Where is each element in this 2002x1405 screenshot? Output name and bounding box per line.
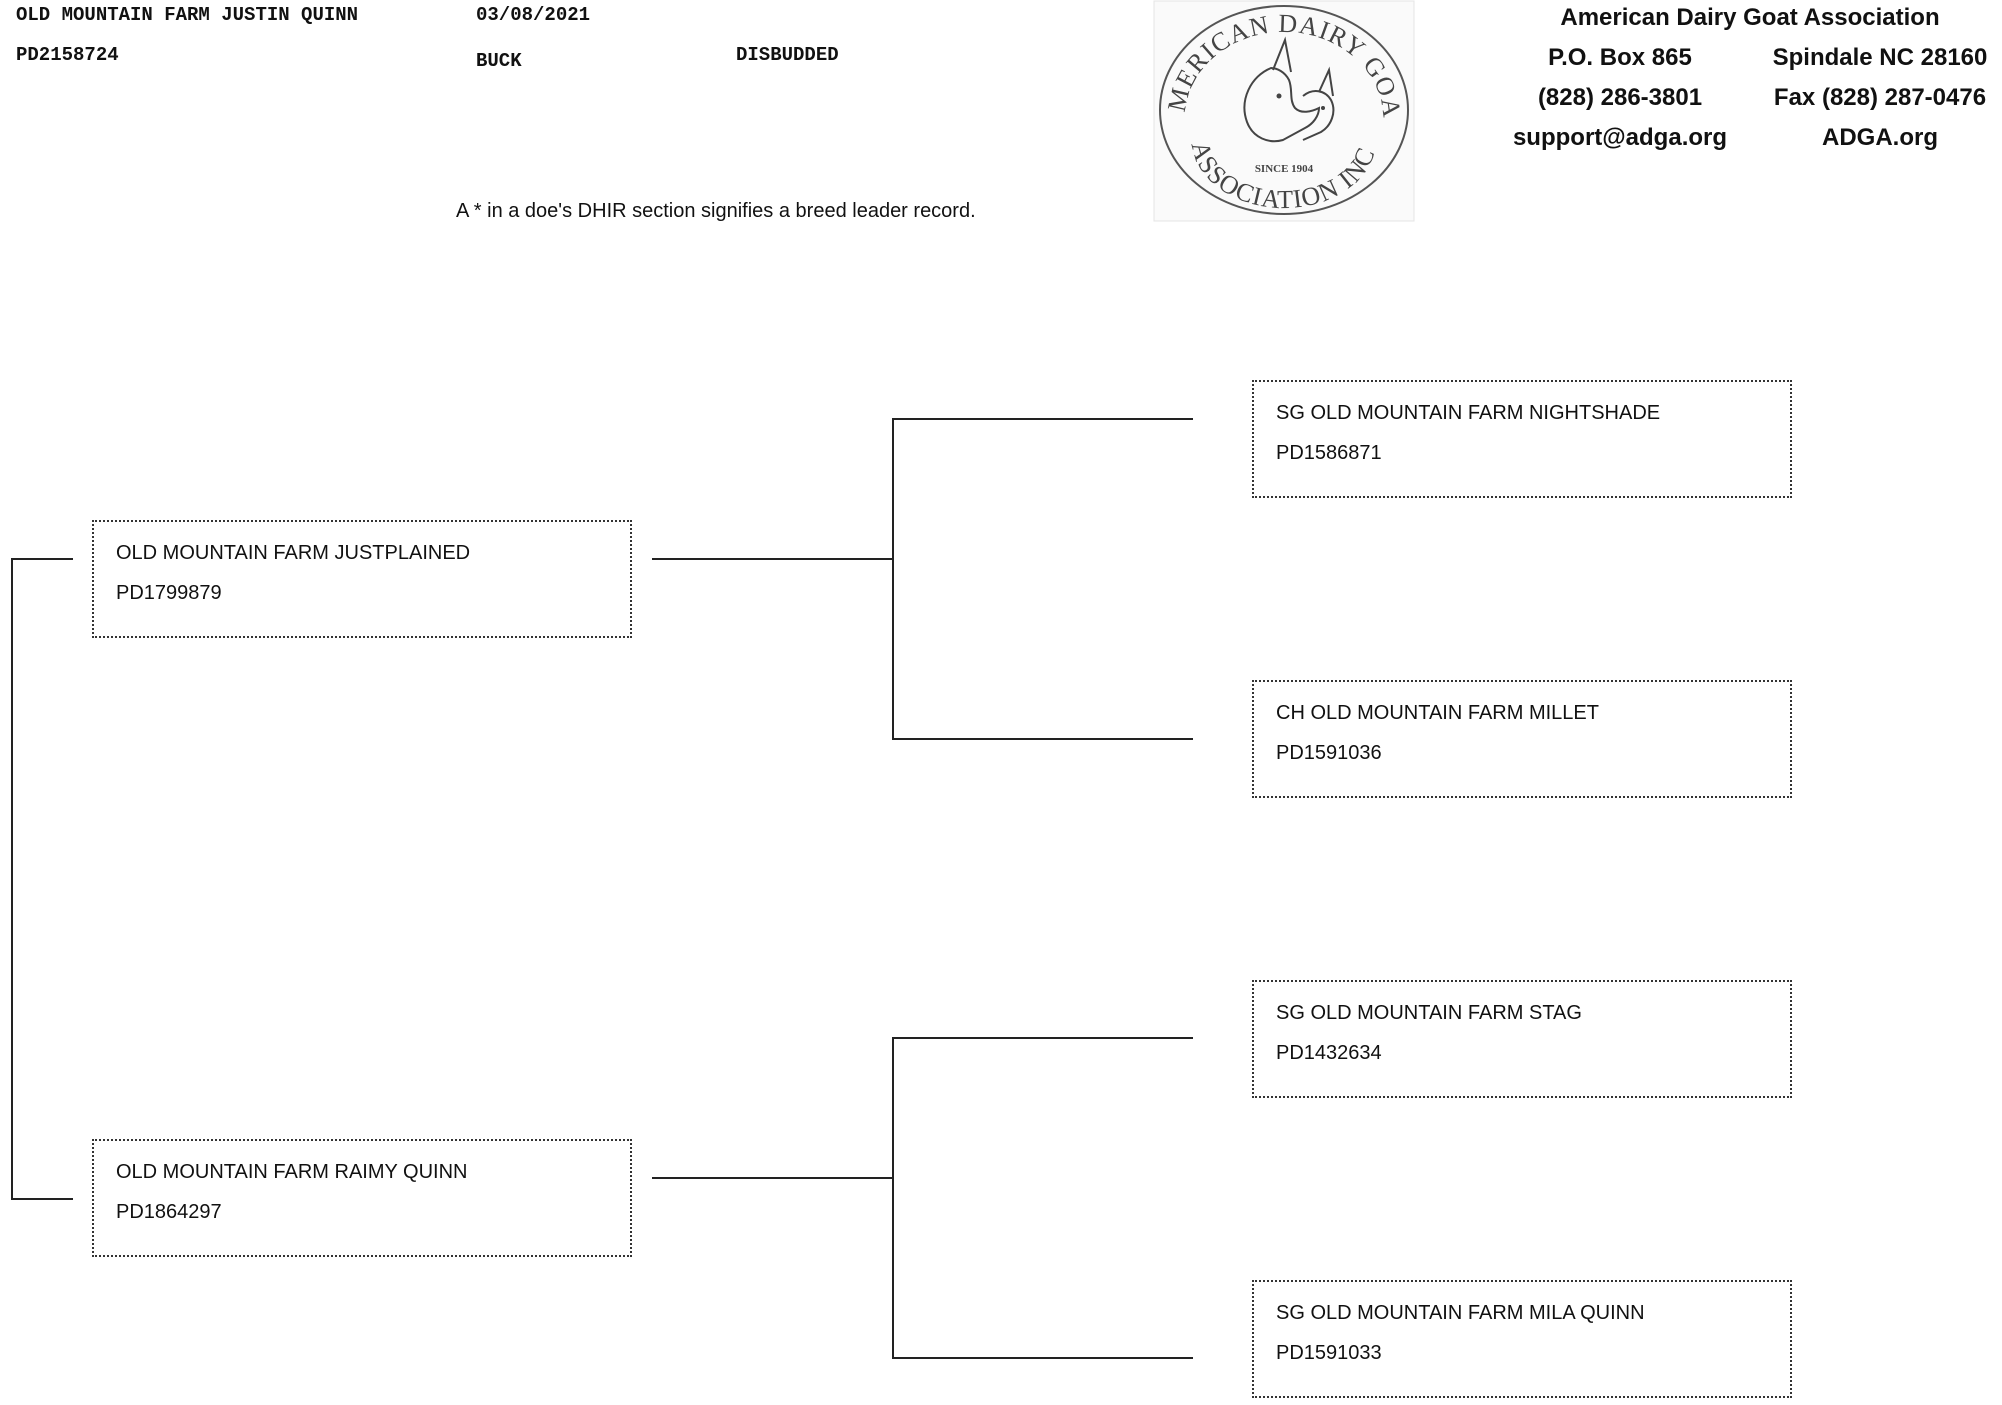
adga-logo: AMERICAN DAIRY GOAT ASSOCIATION INC. SIN… bbox=[1143, 0, 1415, 222]
dam-sire-registration: PD1432634 bbox=[1276, 1042, 1382, 1064]
sire-registration: PD1799879 bbox=[116, 582, 222, 604]
animal-registration: PD2158724 bbox=[16, 44, 119, 66]
adga-seal-icon: AMERICAN DAIRY GOAT ASSOCIATION INC. SIN… bbox=[1143, 0, 1415, 222]
association-phone: (828) 286-3801 bbox=[1537, 84, 1703, 111]
pedigree-box-sire-sire[interactable]: SG OLD MOUNTAIN FARM NIGHTSHADE PD158687… bbox=[1252, 380, 1792, 498]
sire-dam-name: CH OLD MOUNTAIN FARM MILLET bbox=[1276, 702, 1599, 724]
sire-name: OLD MOUNTAIN FARM JUSTPLAINED bbox=[116, 542, 471, 564]
association-email[interactable]: support@adga.org bbox=[1512, 124, 1728, 151]
pedigree-box-dam[interactable]: OLD MOUNTAIN FARM RAIMY QUINN PD1864297 bbox=[92, 1139, 632, 1257]
association-name: American Dairy Goat Association bbox=[1560, 4, 1940, 31]
dam-name: OLD MOUNTAIN FARM RAIMY QUINN bbox=[116, 1161, 468, 1183]
dam-dam-name: SG OLD MOUNTAIN FARM MILA QUINN bbox=[1276, 1302, 1645, 1324]
dam-sire-name: SG OLD MOUNTAIN FARM STAG bbox=[1276, 1002, 1582, 1024]
dam-dam-registration: PD1591033 bbox=[1276, 1342, 1382, 1364]
dam-registration: PD1864297 bbox=[116, 1201, 222, 1223]
association-website[interactable]: ADGA.org bbox=[1822, 124, 1938, 151]
birth-date: 03/08/2021 bbox=[476, 4, 591, 26]
svg-text:SINCE 1904: SINCE 1904 bbox=[1255, 163, 1314, 175]
pedigree-box-dam-dam[interactable]: SG OLD MOUNTAIN FARM MILA QUINN PD159103… bbox=[1252, 1280, 1792, 1398]
breed-leader-note: A * in a doe's DHIR section signifies a … bbox=[456, 200, 976, 222]
association-po-box: P.O. Box 865 bbox=[1548, 44, 1692, 71]
sire-dam-registration: PD1591036 bbox=[1276, 742, 1382, 764]
pedigree-box-sire[interactable]: OLD MOUNTAIN FARM JUSTPLAINED PD1799879 bbox=[92, 520, 632, 638]
sire-sire-name: SG OLD MOUNTAIN FARM NIGHTSHADE bbox=[1276, 402, 1661, 424]
animal-sex: BUCK bbox=[476, 50, 522, 72]
pedigree-box-sire-dam[interactable]: CH OLD MOUNTAIN FARM MILLET PD1591036 bbox=[1252, 680, 1792, 798]
sire-sire-registration: PD1586871 bbox=[1276, 442, 1382, 464]
association-city: Spindale NC 28160 bbox=[1772, 44, 1988, 71]
pedigree-box-dam-sire[interactable]: SG OLD MOUNTAIN FARM STAG PD1432634 bbox=[1252, 980, 1792, 1098]
horn-status: DISBUDDED bbox=[736, 44, 839, 66]
association-fax: Fax (828) 287-0476 bbox=[1773, 84, 1987, 111]
animal-name: OLD MOUNTAIN FARM JUSTIN QUINN bbox=[16, 4, 359, 26]
